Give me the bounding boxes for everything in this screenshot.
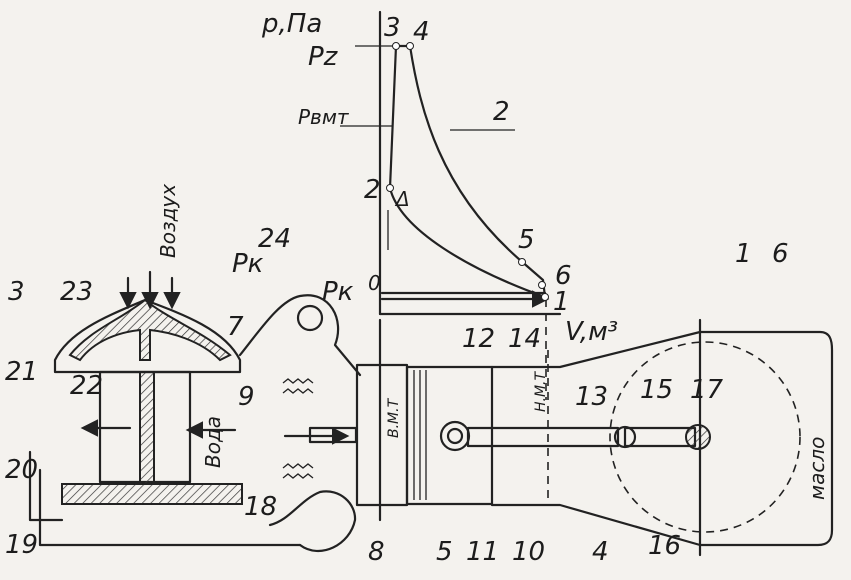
water-label: Вода: [201, 416, 225, 468]
point-6: [538, 281, 546, 289]
exhaust-manifold: [268, 490, 357, 553]
callout-13: 13: [575, 382, 608, 412]
callout-15: 15: [640, 375, 673, 405]
point-4-label: 4: [413, 17, 430, 47]
point-5: [518, 258, 526, 266]
compressor-wheel: [68, 298, 232, 362]
turbo-shaft: [139, 371, 155, 485]
air-label: Воздух: [156, 184, 180, 258]
point-2-label: 2: [364, 175, 381, 205]
zero-label: 0: [368, 271, 381, 295]
intake-manifold: Pк: [232, 249, 362, 553]
callout-17: 17: [690, 375, 724, 405]
engine-block: В.М.Т Н.М.Т масло: [282, 318, 834, 557]
intake-pipe: [238, 294, 362, 377]
callout-7: 7: [227, 312, 244, 342]
callout-5: 5: [436, 537, 453, 567]
point-2: [386, 184, 394, 192]
callout-23: 23: [60, 277, 93, 307]
callout-14: 14: [508, 324, 541, 354]
callout-20: 20: [5, 455, 38, 485]
callout-numbers: 1 3 4 5 6 7 8 9 10 11 12 13 14 15 16 17 …: [5, 224, 789, 567]
point-4: [406, 42, 414, 50]
pv-diagram: p,Па V,м³ Pz Pвмт Pк 0 Δ 3 4 2 5 6 1 2: [261, 9, 618, 400]
callout-6: 6: [772, 239, 789, 269]
callout-18: 18: [244, 492, 277, 522]
callout-8: 8: [368, 537, 385, 567]
exhaust-pipe: [38, 468, 302, 547]
callout-1: 1: [735, 239, 752, 269]
connecting-rod: [466, 426, 620, 448]
piston: [405, 365, 494, 506]
p-axis-label: p,Па: [261, 9, 322, 39]
piston-pin: [439, 420, 471, 452]
curve-2-label: 2: [493, 97, 510, 127]
intake-valve-spring: [282, 378, 314, 394]
exhaust-valve-spring: [282, 463, 314, 479]
callout-10: 10: [512, 537, 545, 567]
pk-label: Pк: [232, 249, 264, 279]
callout-4: 4: [592, 537, 609, 567]
crankcase: [490, 330, 834, 547]
point-1: [541, 293, 549, 301]
point-3: [392, 42, 400, 50]
delta-label: Δ: [394, 187, 410, 211]
crankshaft: [685, 424, 711, 450]
turbocharger: Воздух Вода: [28, 184, 302, 547]
oil-label: масло: [805, 437, 829, 500]
v-axis-label: V,м³: [565, 317, 618, 347]
point-3-label: 3: [384, 13, 401, 43]
point-1-label: 1: [553, 287, 570, 317]
piston-pin-inner: [446, 427, 464, 445]
intercooler: [296, 304, 324, 332]
vmt-label: В.М.Т: [386, 397, 402, 438]
callout-12: 12: [462, 324, 495, 354]
callout-22: 22: [70, 371, 103, 401]
turbine-wheel: [61, 483, 243, 505]
callout-24: 24: [258, 224, 291, 254]
pz-label: Pz: [308, 42, 339, 72]
injector: [308, 426, 358, 444]
point-5-label: 5: [518, 225, 535, 255]
callout-3: 3: [8, 277, 25, 307]
callout-9: 9: [238, 382, 255, 412]
p-vmt-label: Pвмт: [298, 105, 350, 129]
nmt-label: Н.М.Т: [533, 370, 549, 412]
callout-16: 16: [648, 531, 681, 561]
callout-11: 11: [466, 537, 499, 567]
point-6-label: 6: [555, 261, 572, 291]
callout-21: 21: [5, 357, 38, 387]
crank-circle: [609, 341, 801, 533]
exhaust-outlet: [28, 450, 64, 522]
dead-centres: [378, 318, 702, 557]
callout-19: 19: [5, 530, 38, 560]
